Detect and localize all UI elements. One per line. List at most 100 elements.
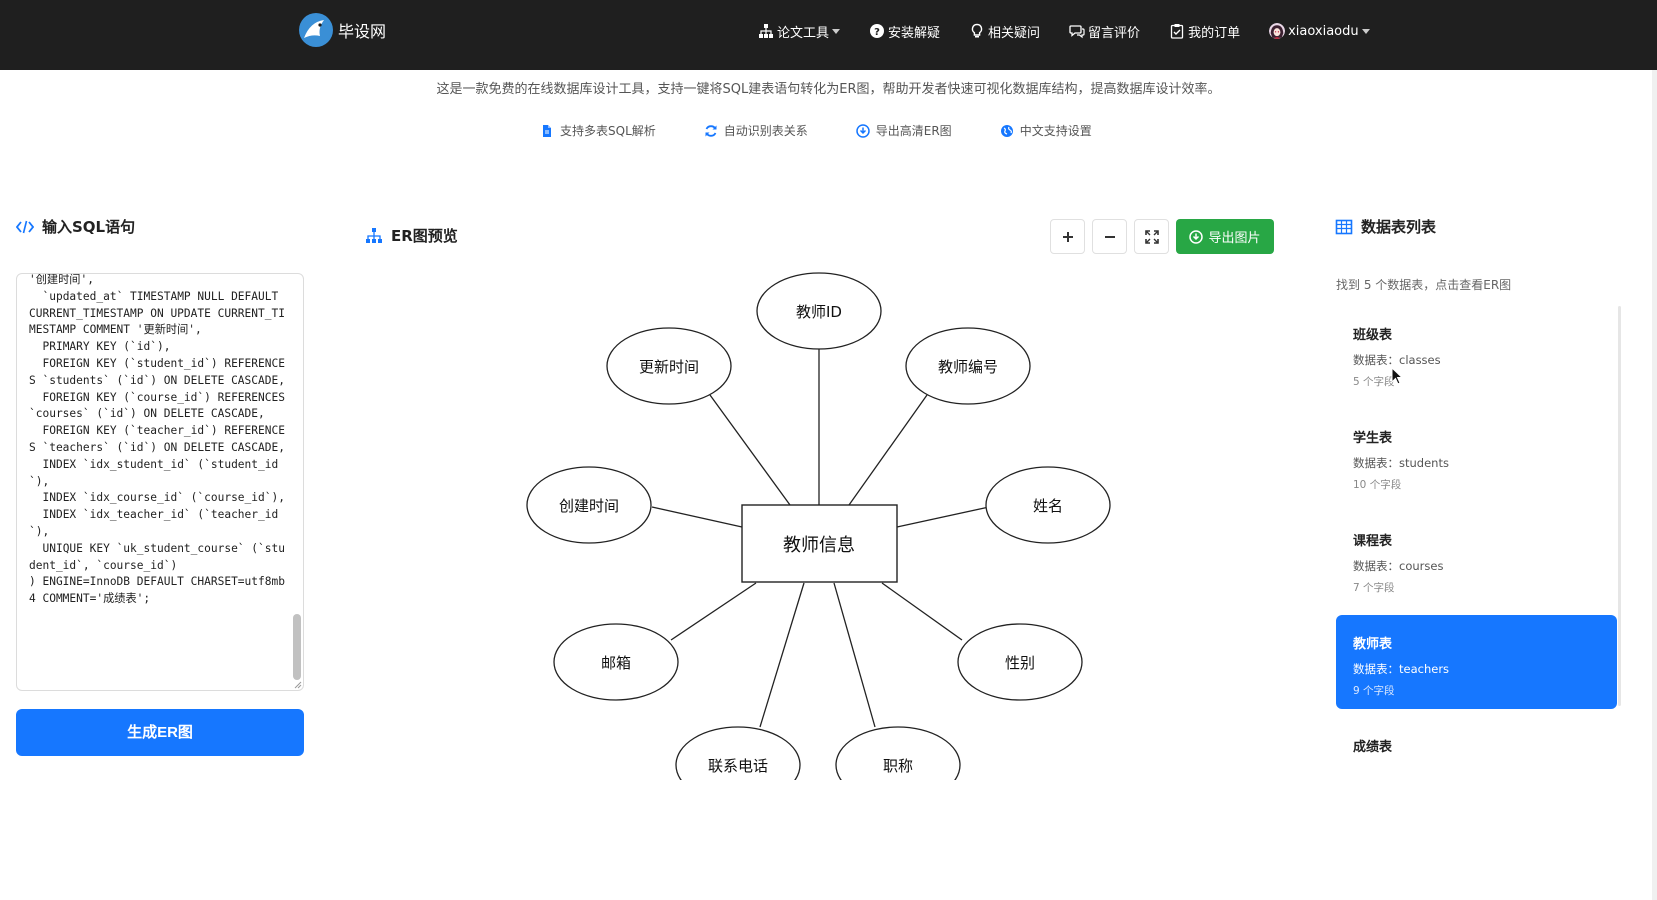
feature-multi-table: 支持多表SQL解析 [540,122,656,139]
nav-item-label: 安装解疑 [888,25,941,41]
er-section-title: ER图预览 [365,225,458,246]
er-attribute-title [835,726,961,780]
user-menu[interactable]: xiaoxiaodu [1269,23,1370,39]
table-name: 教师表 [1353,637,1393,652]
table-name: 班级表 [1353,328,1393,343]
brand-logo-icon [299,13,333,47]
er-connector [759,582,805,728]
expand-icon [1144,229,1159,244]
er-connector [848,394,928,506]
nav-menu: 论文工具 ? 安装解疑 相关疑问 留言评价 我的订单 [758,18,1370,44]
export-image-button[interactable]: 导出图片 [1176,219,1274,254]
er-attribute-teacher-no [905,327,1031,405]
nav-item-label: 相关疑问 [988,25,1041,41]
generate-er-button[interactable]: 生成ER图 [16,709,304,756]
table-list-scrollbar[interactable] [1618,306,1621,706]
export-label: 导出图片 [1208,231,1261,246]
er-attribute-label: 性别 [1005,654,1035,672]
feature-label: 导出高清ER图 [875,124,952,138]
er-attribute-label: 更新时间 [639,358,699,376]
sql-scrollbar[interactable] [293,614,301,680]
sitemap-icon [759,24,773,38]
zoom-out-button[interactable] [1092,219,1127,254]
table-card-classes[interactable]: 班级表 数据表：classes 5 个字段 [1336,306,1617,400]
er-attribute-phone [675,726,801,780]
er-attribute-email [553,623,679,701]
er-connector [881,582,963,641]
feature-label: 中文支持设置 [1019,124,1092,138]
er-attribute-created [526,466,652,544]
table-card-teachers[interactable]: 教师表 数据表：teachers 9 个字段 [1336,615,1617,709]
feature-label: 支持多表SQL解析 [560,124,656,138]
table-card-courses[interactable]: 课程表 数据表：courses 7 个字段 [1336,512,1617,606]
er-attribute-label: 教师ID [796,303,842,321]
er-entity [741,504,898,583]
table-field-count: 7 个字段 [1353,582,1395,594]
feature-chinese: 中文支持设置 [1000,122,1092,139]
sync-icon [705,124,717,137]
feature-list: 支持多表SQL解析 自动识别表关系 导出高清ER图 中文支持设置 [540,122,1140,139]
er-attribute-label: 教师编号 [938,358,998,376]
er-diagram: 教师信息 教师ID 教师编号 姓名 性别 职称 联系电话 邮箱 创建时间 更新时… [526,272,1111,780]
download-circle-icon [1189,229,1204,244]
comments-icon [1069,25,1085,39]
tagline: 这是一款免费的在线数据库设计工具，支持一键将SQL建表语句转化为ER图，帮助开发… [436,82,1221,97]
nav-item-questions[interactable]: 相关疑问 [969,22,1040,41]
avatar [1269,23,1286,39]
resize-grip-icon[interactable] [294,681,302,689]
er-attribute-gender [957,623,1083,701]
globe-icon [1000,124,1013,137]
table-db-name: 数据表：teachers [1353,662,1450,676]
nav-item-orders[interactable]: 我的订单 [1169,22,1240,41]
table-icon [1335,219,1353,234]
table-count-hint: 找到 5 个数据表，点击查看ER图 [1336,278,1512,292]
plus-icon [1062,231,1073,242]
minus-icon [1104,235,1115,238]
page-scrollbar-track[interactable] [1652,70,1657,900]
sql-input[interactable]: '创建时间', `updated_at` TIMESTAMP NULL DEFA… [16,273,304,691]
lightbulb-icon [971,23,983,38]
mouse-cursor-icon [1391,367,1403,385]
table-card-students[interactable]: 学生表 数据表：students 10 个字段 [1336,409,1617,503]
nav-item-label: 我的订单 [1188,25,1241,41]
code-icon [16,220,34,233]
user-name: xiaoxiaodu [1288,23,1359,39]
er-connector [651,506,743,528]
sql-section-label: 输入SQL语句 [42,218,136,236]
table-db-name: 数据表：classes [1353,353,1441,367]
feature-relations: 自动识别表关系 [704,122,808,139]
table-card-scores[interactable]: 成绩表 [1336,718,1617,776]
table-list-label: 数据表列表 [1361,218,1437,236]
nav-item-install[interactable]: ? 安装解疑 [869,22,940,41]
table-name: 成绩表 [1353,740,1393,755]
er-connector [709,394,791,506]
er-attribute-label: 职称 [883,757,913,775]
table-name: 课程表 [1353,534,1393,549]
nav-item-label: 留言评价 [1088,25,1141,41]
zoom-in-button[interactable] [1050,219,1085,254]
nav-item-paper-tools[interactable]: 论文工具 [758,22,841,41]
table-db-name: 数据表：courses [1353,559,1444,573]
table-db-name: 数据表：students [1353,456,1449,470]
feature-label: 自动识别表关系 [723,124,808,138]
er-attribute-name [985,466,1111,544]
er-diagram-canvas[interactable]: 教师信息 教师ID 教师编号 姓名 性别 职称 联系电话 邮箱 创建时间 更新时… [500,265,1180,780]
table-field-count: 9 个字段 [1353,685,1395,697]
brand-name: 毕设网 [338,22,387,41]
nav-item-comments[interactable]: 留言评价 [1069,22,1140,41]
er-attribute-teacher-id [756,272,882,350]
sql-input-text[interactable]: '创建时间', `updated_at` TIMESTAMP NULL DEFA… [29,273,285,606]
svg-text:?: ? [874,27,880,38]
er-attribute-updated [606,327,732,405]
er-connector [670,582,757,641]
nav-item-label: 论文工具 [777,25,830,41]
download-circle-icon [856,123,870,138]
brand[interactable]: 毕设网 [298,12,386,48]
er-attribute-label: 姓名 [1033,497,1063,515]
sql-section-title: 输入SQL语句 [16,216,135,237]
er-attribute-label: 邮箱 [601,654,631,672]
clipboard-check-icon [1170,24,1184,39]
fit-view-button[interactable] [1134,219,1169,254]
navbar: 毕设网 论文工具 ? 安装解疑 相关疑问 留言评价 我的订单 [0,0,1657,70]
chevron-down-icon [1361,28,1370,34]
